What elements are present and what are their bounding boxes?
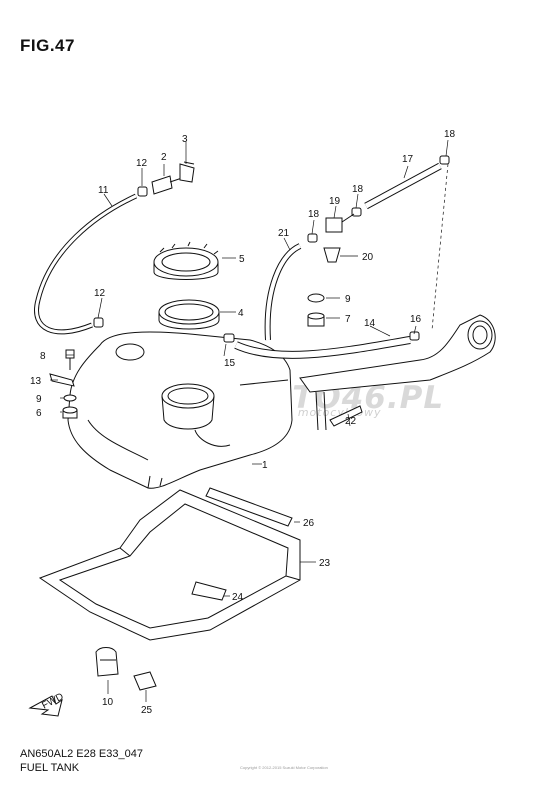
callout-16: 16 — [410, 314, 422, 325]
hose-21 — [264, 243, 302, 341]
callout-25: 25 — [141, 705, 153, 716]
under-tray-23 — [38, 489, 301, 641]
pad-25 — [133, 671, 157, 691]
callout-13: 13 — [30, 376, 42, 387]
callout-18-top: 18 — [444, 129, 456, 140]
clamp-12-lower — [93, 317, 104, 328]
cushion-6-left — [62, 406, 78, 419]
callout-8: 8 — [40, 351, 46, 362]
strip-26 — [205, 487, 293, 527]
callout-15: 15 — [224, 358, 236, 369]
filler-neck — [299, 314, 496, 431]
hose-17 — [364, 162, 442, 210]
figure-title: FIG.47 — [20, 36, 75, 55]
callout-1: 1 — [262, 460, 268, 471]
cushion-9-right — [307, 293, 325, 303]
clamp-18-mid — [351, 207, 362, 217]
cushion-9-left — [63, 394, 77, 402]
callout-6-left: 6 — [36, 408, 42, 419]
callout-19: 19 — [329, 196, 341, 207]
gasket-4 — [158, 299, 220, 330]
fuel-tank-1 — [67, 331, 293, 489]
callout-10: 10 — [102, 697, 114, 708]
callout-5: 5 — [239, 254, 245, 265]
callout-12-upper: 12 — [136, 158, 148, 169]
clamp-15 — [223, 333, 235, 343]
callout-20: 20 — [362, 252, 374, 263]
callout-4: 4 — [238, 308, 244, 319]
callout-9-right: 9 — [345, 294, 351, 305]
diagram-code: AN650AL2 E28 E33_047 — [20, 748, 143, 760]
clamp-18-top — [439, 155, 450, 165]
pad-24 — [191, 581, 227, 601]
callout-2: 2 — [161, 152, 167, 163]
leader-lines — [50, 139, 449, 702]
callout-22: 22 — [345, 416, 357, 427]
callout-7: 7 — [345, 314, 351, 325]
lock-ring-5 — [153, 241, 219, 280]
bracket-22 — [329, 405, 363, 427]
callout-17: 17 — [402, 154, 414, 165]
copyright-note: Copyright © 2012-2015 Suzuki Motor Corpo… — [240, 765, 328, 770]
callout-23: 23 — [319, 558, 331, 569]
callout-14: 14 — [364, 318, 376, 329]
strap-13 — [49, 373, 75, 387]
callout-24: 24 — [232, 592, 244, 603]
valve-2 — [151, 175, 183, 195]
cushion-7 — [307, 312, 325, 327]
callout-numbers: 1 2 3 4 5 6 6 7 8 9 9 10 11 12 12 13 14 … — [30, 129, 456, 716]
callout-26: 26 — [303, 518, 315, 529]
callout-18-mid: 18 — [352, 184, 364, 195]
callout-9-left: 9 — [36, 394, 42, 405]
clip-3 — [179, 161, 195, 183]
callout-21: 21 — [278, 228, 290, 239]
hose-14 — [234, 336, 411, 359]
clamp-18-left — [307, 233, 318, 243]
callout-11: 11 — [98, 185, 109, 196]
callout-18-left: 18 — [308, 209, 320, 220]
callout-12-lower: 12 — [94, 288, 106, 299]
front-arrow-icon: FWD — [28, 691, 66, 717]
clamp-12-upper — [137, 186, 148, 197]
callout-3: 3 — [182, 134, 188, 145]
valve-19 — [325, 213, 355, 233]
diagram-name: FUEL TANK — [20, 762, 80, 774]
bolt-8 — [65, 349, 75, 370]
bracket-20 — [323, 247, 341, 263]
bracket-10 — [95, 647, 119, 677]
breather-hose-11 — [34, 193, 138, 335]
